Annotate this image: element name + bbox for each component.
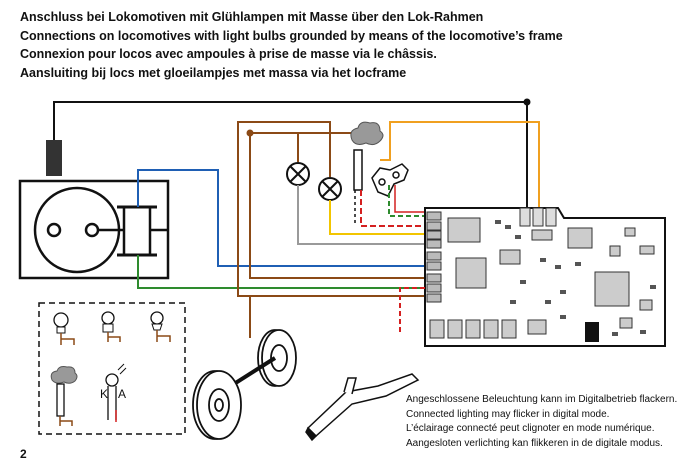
choke-coil [46,140,62,176]
pickup-slider-icon [305,373,420,442]
heading-german: Anschluss bei Lokomotiven mit Glühlampen… [20,10,484,24]
lamp-options-box: K A [38,302,186,435]
note-french: L’éclairage connecté peut clignoter en m… [406,423,655,434]
yellow-wire [329,200,425,235]
heading-english: Connections on locomotives with light bu… [20,28,563,43]
note-english: Connected lighting may flicker in digita… [406,408,610,420]
orange-wire [380,121,540,210]
wheelset-icon [192,329,297,440]
decoupler-icon [371,163,409,197]
red-pickup-wire [399,287,425,332]
flicker-note: Angeschlossene Beleuchtung kann im Digit… [406,393,677,451]
heading-dutch: Aansluiting bij locs met gloeilampjes me… [20,65,407,80]
page-number: 2 [20,447,27,461]
red-wire [360,190,425,227]
heading: Anschluss bei Lokomotiven mit Glühlampen… [20,8,563,82]
green-decoupler-wire [388,185,425,217]
black-wire [53,98,531,210]
note-dutch: Aangesloten verlichting kan flikkeren in… [406,437,663,449]
note-german: Angeschlossene Beleuchtung kann im Digit… [406,394,678,405]
light-bulb-icon [318,177,342,201]
heading-french: Connexion pour locos avec ampoules à pri… [20,47,437,61]
motor [18,179,170,280]
light-bulb-icon [286,162,310,186]
decoder-board [424,207,666,347]
green-wire [137,255,425,289]
led-cathode-label: K [100,387,108,401]
brown-wires [237,121,425,297]
brown-decoupler-wire [394,185,425,213]
led-anode-label: A [118,387,126,401]
gray-wire [297,185,425,245]
smoke-generator-icon [350,121,384,191]
blue-wire [137,169,425,267]
